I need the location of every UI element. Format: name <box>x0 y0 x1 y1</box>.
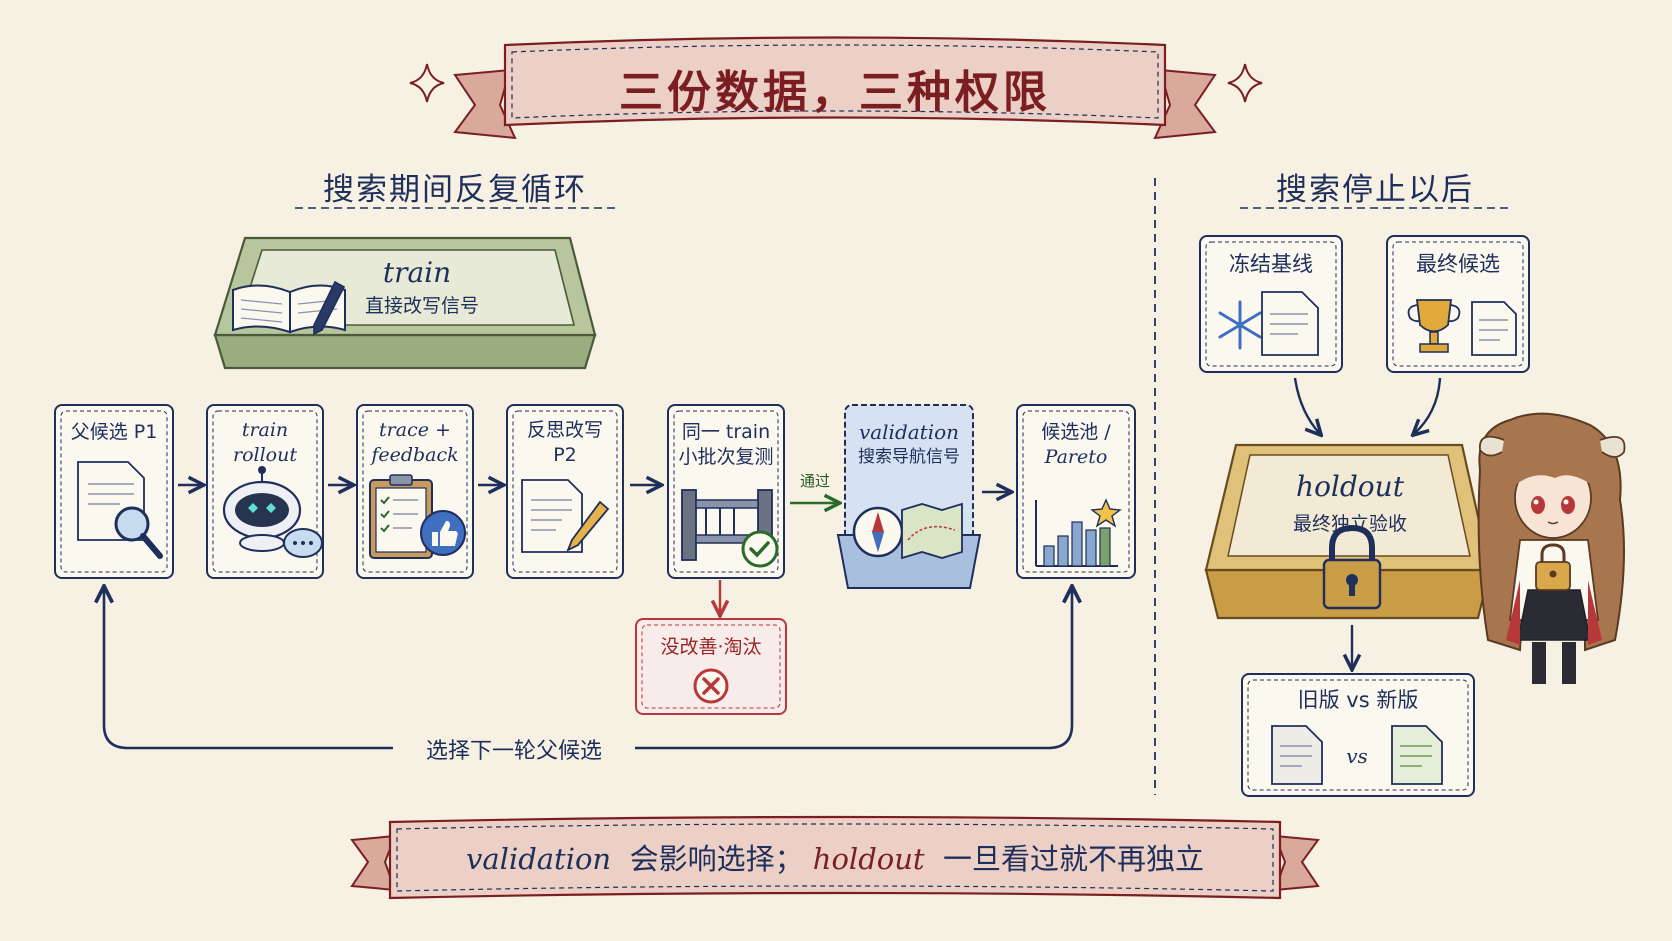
compare-vs: vs <box>1346 744 1368 768</box>
document-icon <box>1471 301 1517 356</box>
document-icon <box>1261 291 1319 356</box>
holdout-tray-desc: 最终独立验收 <box>1292 513 1407 535</box>
pencil-icon <box>566 500 610 552</box>
reject-card <box>635 618 787 715</box>
trophy-icon <box>1407 299 1461 353</box>
card-parent-label: 父候选 P1 <box>70 421 158 443</box>
star-icon <box>1090 498 1122 528</box>
caption-text-2: 一旦看过就不再独立 <box>943 842 1205 876</box>
check-icon <box>741 530 779 568</box>
caption-text-1: 会影响选择； <box>629 842 804 876</box>
caption-keyword-holdout: holdout <box>812 842 925 876</box>
card-pool-label: 候选池 /Pareto <box>1041 421 1111 468</box>
robot-icon <box>222 466 302 552</box>
speech-bubble-icon <box>283 528 323 558</box>
loop-label: 选择下一轮父候选 <box>393 733 635 765</box>
snowflake-icon <box>1218 300 1262 350</box>
card-compare-label: 旧版 vs 新版 <box>1297 688 1419 712</box>
flow-arrows <box>178 485 1010 492</box>
train-tray-desc: 直接改写信号 <box>364 295 479 317</box>
train-tray-label: train <box>382 256 452 289</box>
pass-label: 通过 <box>799 472 830 490</box>
lock-icon <box>1322 524 1382 610</box>
thumbs-up-icon <box>420 510 466 556</box>
bar-chart-icon <box>1035 500 1118 567</box>
holdout-tray-label: holdout <box>1296 470 1404 503</box>
section-title-during: 搜索期间反复循环 <box>323 172 587 208</box>
section-title-after: 搜索停止以后 <box>1276 172 1474 208</box>
holdout-arrows <box>1293 377 1442 668</box>
x-circle-icon <box>693 668 729 704</box>
document-old-icon <box>1271 725 1323 785</box>
reject-label: 没改善·淘汰 <box>660 636 762 658</box>
card-frozen-label: 冻结基线 <box>1229 252 1313 276</box>
document-edit-icon <box>521 479 583 553</box>
mascot-character <box>1477 412 1626 684</box>
clipboard-icon <box>369 474 433 559</box>
sparkle-icon <box>409 63 1263 103</box>
loop-arrow <box>104 588 1072 750</box>
pen-icon <box>313 280 346 336</box>
card-final-label: 最终候选 <box>1416 252 1500 276</box>
bottom-ribbon <box>350 815 1320 900</box>
document-new-icon <box>1391 725 1443 785</box>
magnifier-icon <box>114 506 163 559</box>
page-title: 三份数据，三种权限 <box>619 67 1051 118</box>
title-ribbon <box>453 36 1217 140</box>
map-icon <box>901 502 963 560</box>
card-trace-label: trace +feedback <box>371 419 459 466</box>
bottom-caption: validation 会影响选择； holdout 一旦看过就不再独立 <box>390 836 1280 878</box>
compass-icon <box>852 506 904 558</box>
caption-keyword-validation: validation <box>465 842 612 876</box>
